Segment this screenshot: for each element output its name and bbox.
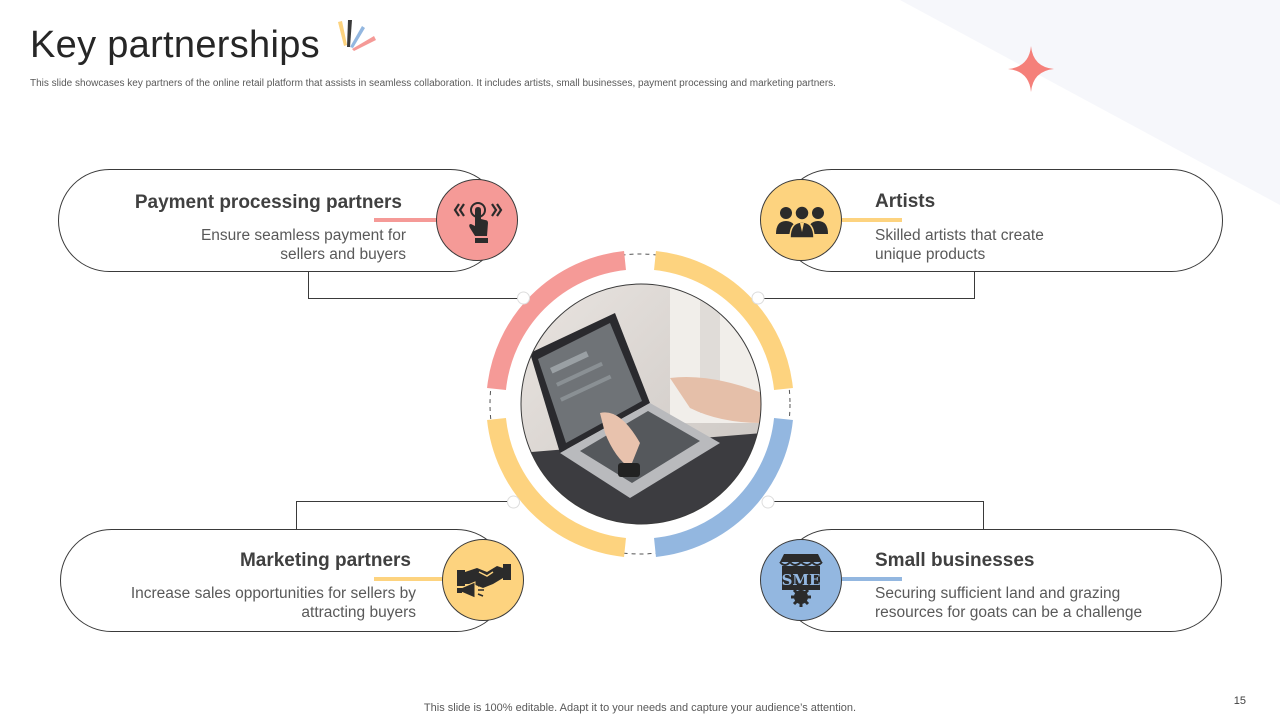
artists-icon-circle (760, 179, 842, 261)
footer-note: This slide is 100% editable. Adapt it to… (423, 702, 857, 714)
touch-payment-icon (453, 202, 503, 243)
small-business-icon-circle: SME (760, 539, 842, 621)
center-ring (487, 251, 793, 557)
page-number: 15 (1233, 695, 1246, 707)
artists-text-line1: Skilled artists that create (875, 227, 1044, 244)
marketing-accent-bar (374, 577, 444, 581)
sme-label: SME (782, 571, 821, 589)
payment-icon-circle (436, 179, 518, 261)
marketing-text-line2: attracting buyers (301, 604, 416, 621)
page-title: Key partnerships (30, 24, 320, 66)
small-business-text-line2: resources for goats can be a challenge (875, 604, 1143, 621)
small-business-accent-bar (842, 577, 902, 581)
artists-text-line2: unique products (875, 246, 986, 263)
marketing-text-line1: Increase sales opportunities for sellers… (130, 585, 416, 602)
small-business-text-line1: Securing sufficient land and grazing (875, 585, 1121, 602)
payment-text-line1: Ensure seamless payment for (200, 227, 406, 244)
sparkle-burst-icon (338, 20, 376, 51)
group-people-icon (776, 205, 828, 239)
laptop-typing-photo (520, 283, 762, 525)
handshake-megaphone-icon (457, 564, 511, 599)
payment-accent-bar (374, 218, 438, 222)
marketing-icon-circle (442, 539, 524, 621)
connector-top-left (308, 270, 524, 299)
payment-title: Payment processing partners (134, 192, 402, 213)
connector-bottom-left (296, 501, 514, 531)
connector-bottom-right (768, 501, 984, 531)
marketing-title: Marketing partners (239, 550, 411, 571)
connector-top-right (758, 270, 975, 299)
sme-shop-gear-icon: SME (779, 554, 823, 607)
payment-text-line2: sellers and buyers (280, 246, 406, 263)
small-business-title: Small businesses (875, 550, 1035, 571)
artists-title: Artists (875, 191, 936, 212)
page-subtitle: This slide showcases key partners of the… (30, 78, 836, 89)
star-sparkle-icon (1008, 46, 1054, 92)
artists-accent-bar (842, 218, 902, 222)
